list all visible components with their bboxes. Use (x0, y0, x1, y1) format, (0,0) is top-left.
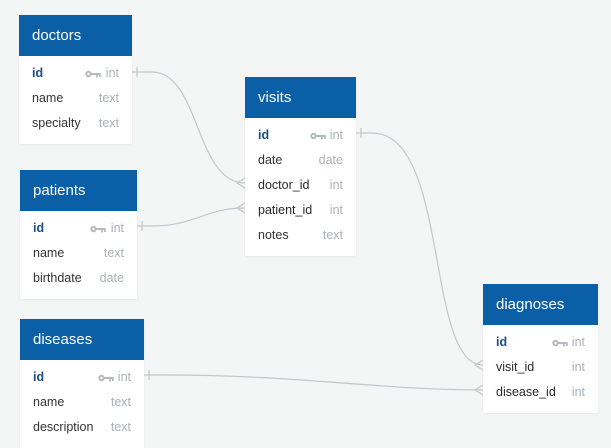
column-type: text (98, 116, 119, 130)
table-visits[interactable]: visits id int date date doctor_id int pa… (245, 77, 356, 256)
column-type: date (318, 153, 343, 167)
column-row-id[interactable]: id int (20, 216, 137, 241)
table-body: id int name text birthdate date (20, 211, 137, 299)
table-body: id int visit_id int disease_id int (483, 325, 598, 413)
table-doctors[interactable]: doctors id int name text specialty text (19, 15, 132, 144)
column-type: date (99, 271, 124, 285)
column-name: notes (258, 228, 289, 242)
column-name: disease_id (496, 385, 556, 399)
column-type: text (103, 246, 124, 260)
column-type: int (117, 370, 131, 384)
many-marker (235, 177, 246, 189)
column-type: int (571, 385, 585, 399)
column-name: id (258, 128, 270, 142)
column-name: birthdate (33, 271, 82, 285)
column-name: name (33, 246, 65, 260)
column-row-id[interactable]: id int (20, 365, 144, 390)
many-marker (235, 202, 246, 214)
column-row-patient-id[interactable]: patient_id int (245, 198, 356, 223)
table-diseases[interactable]: diseases id int name text description te… (20, 319, 144, 448)
table-diagnoses[interactable]: diagnoses id int visit_id int disease_id… (483, 284, 598, 413)
column-row-name[interactable]: name text (19, 86, 132, 111)
column-row-notes[interactable]: notes text (245, 223, 356, 248)
column-row-doctor-id[interactable]: doctor_id int (245, 173, 356, 198)
table-header[interactable]: doctors (19, 15, 132, 56)
column-name: id (33, 221, 45, 235)
table-header[interactable]: patients (20, 170, 137, 211)
column-name: id (32, 66, 44, 80)
relation-diseases-diagnoses[interactable] (144, 370, 484, 396)
column-name: description (33, 420, 94, 434)
column-type: int (329, 203, 343, 217)
column-type: int (110, 221, 124, 235)
table-patients[interactable]: patients id int name text birthdate date (20, 170, 137, 299)
column-type: int (571, 335, 585, 349)
column-row-id[interactable]: id int (483, 330, 598, 355)
key-icon (98, 365, 114, 390)
many-marker (473, 384, 484, 396)
column-row-birthdate[interactable]: birthdate date (20, 266, 137, 291)
key-icon (552, 330, 568, 355)
column-row-visit-id[interactable]: visit_id int (483, 355, 598, 380)
column-type: int (329, 128, 343, 142)
column-type: text (110, 420, 131, 434)
table-header[interactable]: visits (245, 77, 356, 118)
key-icon (310, 123, 326, 148)
relation-doctors-visits[interactable] (132, 67, 246, 189)
column-type: int (329, 178, 343, 192)
relation-visits-diagnoses[interactable] (356, 128, 484, 371)
column-name: patient_id (258, 203, 313, 217)
column-row-name[interactable]: name text (20, 241, 137, 266)
column-row-specialty[interactable]: specialty text (19, 111, 132, 136)
column-type: text (98, 91, 119, 105)
column-type: int (105, 66, 119, 80)
relation-patients-visits[interactable] (137, 202, 246, 231)
column-type: text (322, 228, 343, 242)
table-header[interactable]: diagnoses (483, 284, 598, 325)
column-row-name[interactable]: name text (20, 390, 144, 415)
table-body: id int name text specialty text (19, 56, 132, 144)
column-row-date[interactable]: date date (245, 148, 356, 173)
column-row-id[interactable]: id int (19, 61, 132, 86)
table-body: id int name text description text (20, 360, 144, 448)
column-row-id[interactable]: id int (245, 123, 356, 148)
key-icon (90, 216, 106, 241)
column-row-disease-id[interactable]: disease_id int (483, 380, 598, 405)
many-marker (473, 359, 484, 371)
column-name: date (258, 153, 283, 167)
column-type: int (571, 360, 585, 374)
column-name: id (496, 335, 508, 349)
column-name: specialty (32, 116, 81, 130)
column-name: doctor_id (258, 178, 310, 192)
column-name: name (32, 91, 64, 105)
key-icon (85, 61, 101, 86)
column-row-description[interactable]: description text (20, 415, 144, 440)
column-name: id (33, 370, 45, 384)
table-header[interactable]: diseases (20, 319, 144, 360)
column-type: text (110, 395, 131, 409)
column-name: name (33, 395, 65, 409)
table-body: id int date date doctor_id int patient_i… (245, 118, 356, 256)
column-name: visit_id (496, 360, 535, 374)
